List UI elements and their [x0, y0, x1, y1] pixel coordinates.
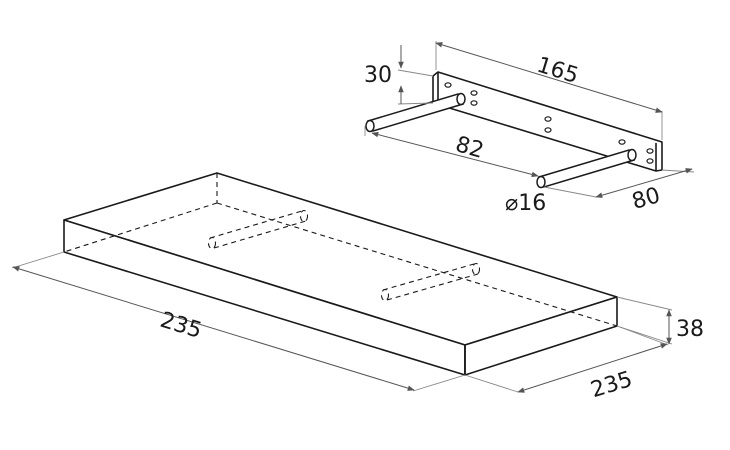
shelf-length-label: 235 [157, 308, 204, 344]
bracket-depth-label: 80 [629, 183, 663, 215]
dim-rod-length: 82 [364, 126, 539, 178]
shelf-hidden-edges [63, 173, 618, 327]
bracket-rod-right [536, 148, 637, 189]
rod-diameter-label: ⌀16 [505, 191, 546, 216]
shelf-thickness-label: 38 [676, 317, 704, 342]
bracket-length-label: 165 [534, 53, 581, 89]
shelf-depth-label: 235 [588, 367, 635, 403]
dim-bracket-thickness: 30 [364, 45, 434, 105]
bracket-rod-left [365, 92, 466, 133]
rod-length-label: 82 [453, 132, 487, 164]
bracket-thickness-label: 30 [364, 63, 392, 88]
shelf-rod-bore-left [207, 209, 309, 250]
dim-shelf-thickness: 38 [616, 296, 704, 345]
